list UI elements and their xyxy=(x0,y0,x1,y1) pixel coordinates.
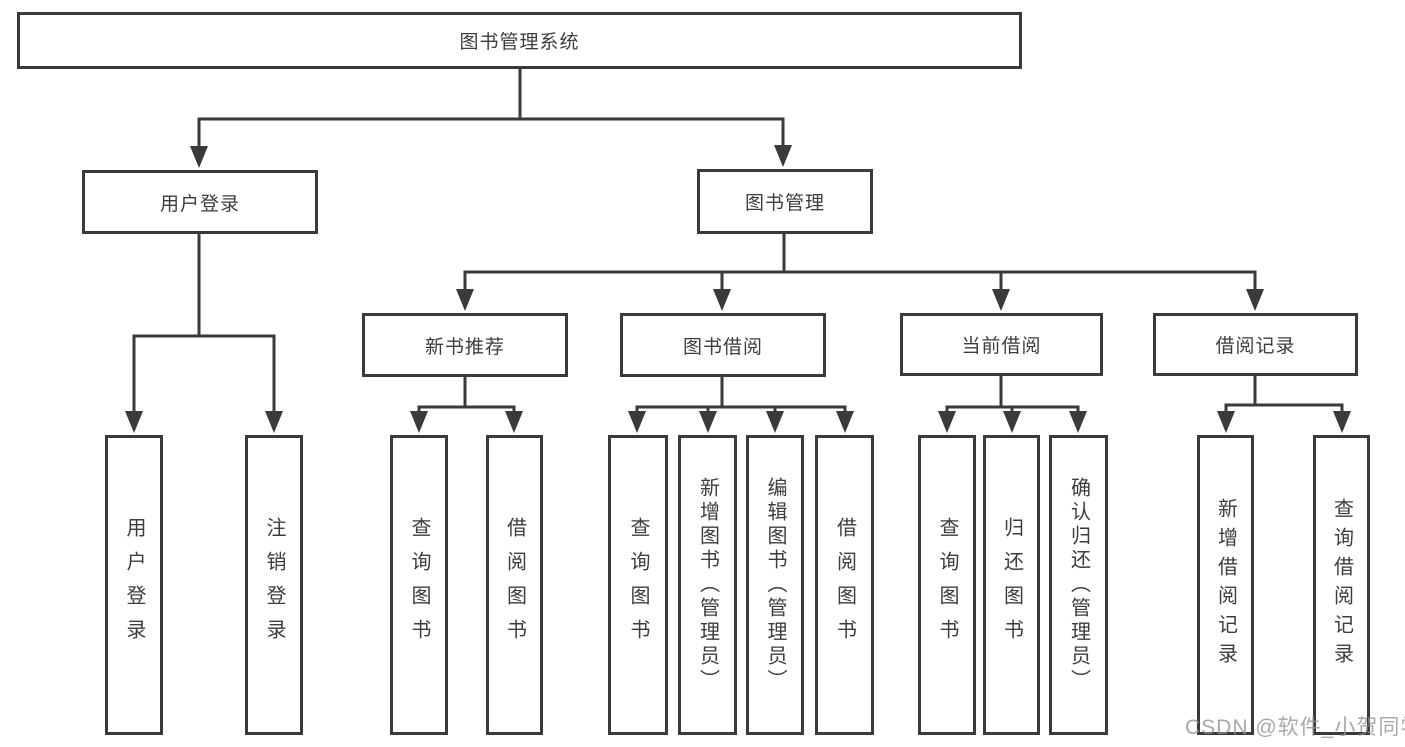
node-book-management: 图书管理 xyxy=(697,169,873,234)
node-label: 当前借阅 xyxy=(961,336,1042,357)
leaf-label: 借阅图书 xyxy=(833,517,856,653)
leaf-label: 用户登录 xyxy=(123,517,145,653)
node-label: 图书管理系统 xyxy=(459,32,580,53)
leaf-label: 查询图书 xyxy=(936,517,958,653)
csdn-watermark: CSDN @软件_小贺同学 xyxy=(1185,716,1405,739)
leaf-edit-book-admin: 编辑图书（管理员） xyxy=(746,435,804,735)
leaf-add-borrow-record: 新增借阅记录 xyxy=(1197,435,1254,735)
node-user-login: 用户登录 xyxy=(82,170,318,234)
leaf-query-books-borrowing: 查询图书 xyxy=(608,435,668,735)
node-new-book-recommendation: 新书推荐 xyxy=(362,313,568,377)
leaf-borrow-books-borrowing: 借阅图书 xyxy=(815,435,874,735)
leaf-query-books-current: 查询图书 xyxy=(918,435,976,735)
leaf-label: 确认归还（管理员） xyxy=(1067,477,1090,693)
node-label: 图书管理 xyxy=(744,193,825,214)
leaf-query-borrow-record: 查询借阅记录 xyxy=(1313,435,1370,735)
node-label: 借阅记录 xyxy=(1215,336,1296,357)
leaf-label: 新增借阅记录 xyxy=(1214,498,1237,672)
leaf-label: 归还图书 xyxy=(1000,517,1023,653)
leaf-label: 查询借阅记录 xyxy=(1330,498,1353,672)
leaf-confirm-return-admin: 确认归还（管理员） xyxy=(1049,435,1108,735)
leaf-add-book-admin: 新增图书（管理员） xyxy=(678,435,737,735)
node-current-borrowing: 当前借阅 xyxy=(900,313,1103,376)
node-label: 新书推荐 xyxy=(424,336,505,358)
leaf-label: 查询图书 xyxy=(627,517,649,653)
node-label: 用户登录 xyxy=(159,193,240,215)
leaf-logout: 注销登录 xyxy=(245,435,303,735)
leaf-label: 新增图书（管理员） xyxy=(696,477,719,693)
node-book-borrowing: 图书借阅 xyxy=(620,313,826,377)
node-borrowing-records: 借阅记录 xyxy=(1153,313,1358,376)
leaf-query-books-recommend: 查询图书 xyxy=(390,435,448,735)
leaf-user-login: 用户登录 xyxy=(105,435,163,735)
leaf-label: 编辑图书（管理员） xyxy=(764,477,786,693)
leaf-label: 借阅图书 xyxy=(503,517,526,653)
leaf-borrow-books-recommend: 借阅图书 xyxy=(486,435,543,735)
node-library-management-system: 图书管理系统 xyxy=(17,12,1022,69)
leaf-return-books: 归还图书 xyxy=(983,435,1040,735)
node-label: 图书借阅 xyxy=(682,336,763,358)
leaf-label: 注销登录 xyxy=(263,517,285,653)
leaf-label: 查询图书 xyxy=(408,517,430,653)
